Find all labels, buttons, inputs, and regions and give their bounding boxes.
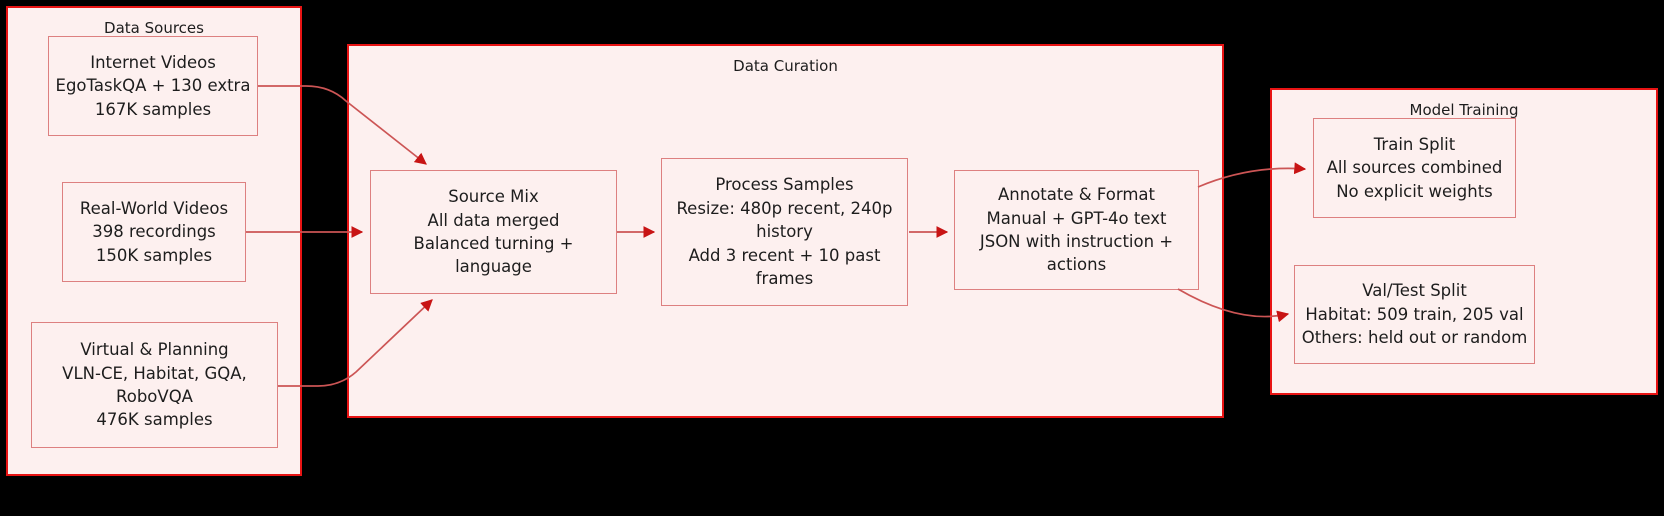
node-annotate-format-line-1: Manual + GPT-4o text (986, 208, 1167, 228)
node-virtual-planning[interactable]: Virtual & Planning VLN-CE, Habitat, GQA,… (31, 322, 278, 448)
node-virtual-planning-line-1: VLN-CE, Habitat, GQA, (62, 363, 247, 383)
node-real-world-videos-line-0: Real-World Videos (79, 198, 229, 218)
node-annotate-format-line-2: JSON with instruction + (979, 232, 1174, 251)
node-val-test-split-line-1: Habitat: 509 train, 205 val (1305, 304, 1524, 324)
node-train-split[interactable]: Train Split All sources combined No expl… (1313, 118, 1516, 218)
node-process-samples-line-4: frames (755, 269, 814, 289)
cluster-data-sources-title: Data Sources (104, 19, 204, 37)
cluster-model-training-title: Model Training (1409, 101, 1519, 119)
node-virtual-planning-line-2: RoboVQA (116, 387, 193, 406)
node-internet-videos-line-2: 167K samples (94, 99, 212, 119)
node-train-split-line-2: No explicit weights (1336, 181, 1493, 201)
node-val-test-split[interactable]: Val/Test Split Habitat: 509 train, 205 v… (1294, 265, 1535, 364)
node-source-mix-line-3: language (455, 257, 532, 277)
node-annotate-format-line-3: actions (1046, 255, 1107, 275)
node-process-samples-line-1: Resize: 480p recent, 240p (676, 198, 893, 218)
node-process-samples-line-2: history (756, 222, 813, 242)
node-internet-videos[interactable]: Internet Videos EgoTaskQA + 130 extra 16… (48, 36, 258, 136)
node-real-world-videos[interactable]: Real-World Videos 398 recordings 150K sa… (62, 182, 246, 282)
node-real-world-videos-line-1: 398 recordings (92, 222, 216, 242)
node-source-mix-line-2: Balanced turning + (413, 234, 574, 253)
node-val-test-split-line-0: Val/Test Split (1362, 281, 1467, 301)
node-source-mix[interactable]: Source Mix All data merged Balanced turn… (370, 170, 617, 294)
node-process-samples-line-0: Process Samples (715, 175, 854, 195)
node-train-split-line-1: All sources combined (1326, 158, 1503, 178)
cluster-data-curation-title: Data Curation (733, 57, 838, 75)
node-annotate-format[interactable]: Annotate & Format Manual + GPT-4o text J… (954, 170, 1199, 290)
node-real-world-videos-line-2: 150K samples (95, 245, 213, 265)
node-process-samples[interactable]: Process Samples Resize: 480p recent, 240… (661, 158, 908, 306)
node-source-mix-line-0: Source Mix (448, 187, 539, 207)
node-train-split-line-0: Train Split (1373, 134, 1456, 154)
node-virtual-planning-line-3: 476K samples (96, 410, 213, 430)
node-val-test-split-line-2: Others: held out or random (1301, 328, 1528, 348)
node-process-samples-line-3: Add 3 recent + 10 past (688, 245, 881, 265)
node-internet-videos-line-0: Internet Videos (90, 52, 216, 72)
node-source-mix-line-1: All data merged (427, 210, 560, 230)
node-annotate-format-line-0: Annotate & Format (998, 185, 1155, 205)
node-internet-videos-line-1: EgoTaskQA + 130 extra (55, 76, 251, 96)
node-virtual-planning-line-0: Virtual & Planning (80, 340, 229, 360)
